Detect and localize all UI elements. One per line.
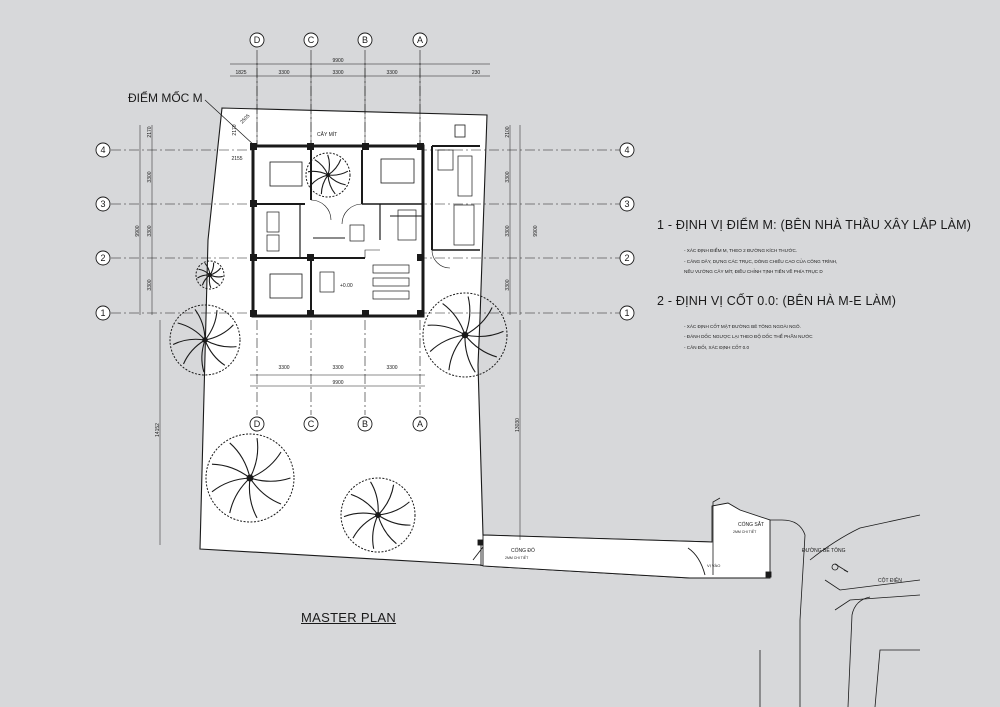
dim-left-row-4: 3300 — [147, 279, 153, 290]
axis-label-A-top: A — [417, 35, 423, 45]
notes-list-2: - XÁC ĐỊNH CỐT MẶT ĐƯỜNG BÊ TÔNG NGOÀI N… — [657, 322, 987, 354]
axis-label-3-left: 3 — [100, 199, 105, 209]
axis-bubble-4-right — [619, 142, 635, 158]
axis-label-B-bottom: B — [362, 419, 368, 429]
dim-right-row-3: 3300 — [505, 225, 511, 236]
notes-heading-2: 2 - ĐỊNH VỊ CỐT 0.0: (BÊN HÀ M-E LÀM) — [657, 293, 897, 308]
axis-label-2-right: 2 — [624, 253, 629, 263]
gate-left-label: CỔNG ĐỎ — [511, 547, 535, 554]
notes-item: NẾU VƯỚNG CÂY MÍT, ĐIỀU CHỈNH TỊNH TIẾN … — [684, 269, 823, 274]
dim-top-seg-1: 1825 — [235, 70, 246, 76]
axis-label-1-left: 1 — [100, 308, 105, 318]
dim-bottom-total: 9900 — [332, 380, 343, 386]
dim-left-long: 14152 — [155, 423, 161, 437]
tree-symbol — [422, 292, 508, 378]
gate-left-sub: 2MM CHI TIẾT — [505, 555, 529, 560]
wall-columns — [250, 143, 424, 317]
dim-top-seg-3: 3300 — [332, 70, 343, 76]
tree-symbol — [340, 477, 416, 553]
notes-item: - ĐÁNH DỐC NGƯỢC LẠI THEO ĐỘ DỐC THỂ PHẦ… — [684, 334, 813, 339]
gate-right — [687, 547, 772, 578]
dim-left-row-1: 2170 — [147, 126, 153, 137]
axis-bubble-A-bottom — [412, 416, 428, 432]
axis-bubble-2-right — [619, 250, 635, 266]
axis-label-C-bottom: C — [308, 419, 315, 429]
pole-symbol — [831, 563, 849, 573]
notes-panel: 1 - ĐỊNH VỊ ĐIỂM M: (BÊN NHÀ THẦU XÂY LẮ… — [657, 218, 987, 369]
notes-item: - XÁC ĐỊNH CỐT MẶT ĐƯỜNG BÊ TÔNG NGOÀI N… — [684, 323, 801, 329]
axis-label-B-top: B — [362, 35, 368, 45]
axis-bubble-D-top — [249, 32, 265, 48]
notes-list-1: - XÁC ĐỊNH ĐIỂM M, THEO 2 ĐƯỜNG KÍCH THƯ… — [657, 246, 987, 278]
trees — [169, 152, 508, 553]
drawing-title: MASTER PLAN — [301, 610, 397, 625]
road-label: ĐƯỜNG BÊ TÔNG — [802, 546, 846, 554]
dim-left-row-2: 3300 — [147, 171, 153, 182]
axis-label-3-right: 3 — [624, 199, 629, 209]
dim-right-long: 13030 — [515, 418, 521, 432]
axis-label-C-top: C — [308, 35, 315, 45]
gate-left — [472, 539, 484, 566]
notes-item: - CÂN ĐỐI, XÁC ĐỊNH CỐT 0.0 — [684, 344, 750, 350]
axis-bubble-1-right — [619, 305, 635, 321]
dim-right-row-1: 2100 — [505, 126, 511, 137]
axis-bubble-2-left — [95, 250, 111, 266]
dim-bottom-seg-1: 3300 — [278, 365, 289, 371]
axis-label-D-bottom: D — [254, 419, 261, 429]
dim-right-row-4: 3300 — [505, 279, 511, 290]
notes-item: - XÁC ĐỊNH ĐIỂM M, THEO 2 ĐƯỜNG KÍCH THƯ… — [684, 248, 798, 253]
axis-label-1-right: 1 — [624, 308, 629, 318]
gate-right-sub: 2MM CHI TIẾT — [733, 529, 757, 534]
axis-bubble-B-bottom — [357, 416, 373, 432]
tree-label: CÂY MÍT — [317, 131, 337, 138]
axis-bubble-3-left — [95, 196, 111, 212]
dim-bottom-seg-3: 3300 — [386, 365, 397, 371]
axis-label-A-bottom: A — [417, 419, 423, 429]
axis-bubble-C-bottom — [303, 416, 319, 432]
axis-label-4-right: 4 — [624, 145, 629, 155]
dim-inner-left: 2155 — [231, 156, 242, 162]
dim-left-row-3: 3300 — [147, 225, 153, 236]
driveway — [482, 502, 771, 579]
tree-symbol — [205, 433, 295, 523]
dim-right-row-2: 3300 — [505, 171, 511, 182]
pole-label: CỘT ĐIỆN — [878, 576, 902, 584]
axis-bubble-4-left — [95, 142, 111, 158]
level-label: +0.00 — [340, 283, 353, 289]
dim-top-total: 9900 — [332, 58, 343, 64]
tree-symbol — [305, 152, 351, 198]
axis-bubble-C-top — [303, 32, 319, 48]
tree-symbol — [195, 260, 225, 290]
driveway-label: VỊ VÀO — [707, 563, 720, 568]
axis-bubble-D-bottom — [249, 416, 265, 432]
axis-label-D-top: D — [254, 35, 261, 45]
axis-bubble-A-top — [412, 32, 428, 48]
axis-bubble-B-top — [357, 32, 373, 48]
tree-symbol — [169, 304, 241, 376]
axis-label-2-left: 2 — [100, 253, 105, 263]
dim-bottom-seg-2: 3300 — [332, 365, 343, 371]
dim-right-total: 9900 — [533, 225, 539, 236]
road-lines — [712, 497, 921, 707]
dim-left-total: 9900 — [135, 225, 141, 236]
marker-label: ĐIỂM MỐC M — [128, 91, 203, 105]
dim-top-seg-5: 230 — [472, 70, 481, 76]
dim-top-seg-4: 3300 — [386, 70, 397, 76]
notes-item: - CĂNG DÂY, DỰNG CÁC TRỤC, DÓNG CHIẾU CA… — [684, 258, 838, 264]
gate-right-label: CỔNG SẮT — [738, 520, 764, 528]
axis-bubble-1-left — [95, 305, 111, 321]
axis-bubble-3-right — [619, 196, 635, 212]
dim-inner-top: 2170 — [232, 124, 238, 135]
notes-heading-1: 1 - ĐỊNH VỊ ĐIỂM M: (BÊN NHÀ THẦU XÂY LẮ… — [657, 218, 972, 232]
axis-label-4-left: 4 — [100, 145, 105, 155]
dim-top-seg-2: 3300 — [278, 70, 289, 76]
marker-pointer — [204, 99, 256, 147]
